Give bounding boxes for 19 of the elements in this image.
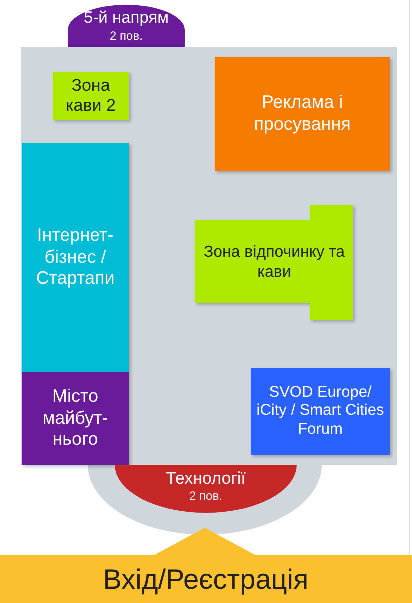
zone-box [53, 72, 129, 120]
zone-label: Зона відпочинку та кави [202, 243, 346, 282]
zone-label: Вхід/Реєстрація [103, 563, 309, 597]
zone-label: Інтернет-бізнес / Стартапи [36, 225, 115, 290]
zone-label: Технології [166, 469, 246, 490]
zone-tab [68, 5, 185, 47]
zone-box [22, 143, 129, 372]
zone-box [22, 372, 129, 465]
zone-label: Місто майбут-нього [42, 386, 108, 451]
zone-label: SVOD Europe/ iCity / Smart Cities Forum [256, 384, 386, 440]
floor-note: 2 пов. [190, 489, 222, 504]
zone-box [195, 205, 354, 320]
zone-label: Зона кави 2 [65, 76, 117, 116]
entrance-band [0, 528, 412, 603]
zone-label: Реклама і просування [253, 92, 352, 136]
floor-note: 2 пов. [110, 28, 143, 44]
zone-box [215, 57, 390, 171]
zone-label: 5-й напрям [84, 8, 169, 29]
zone-box [251, 368, 390, 455]
